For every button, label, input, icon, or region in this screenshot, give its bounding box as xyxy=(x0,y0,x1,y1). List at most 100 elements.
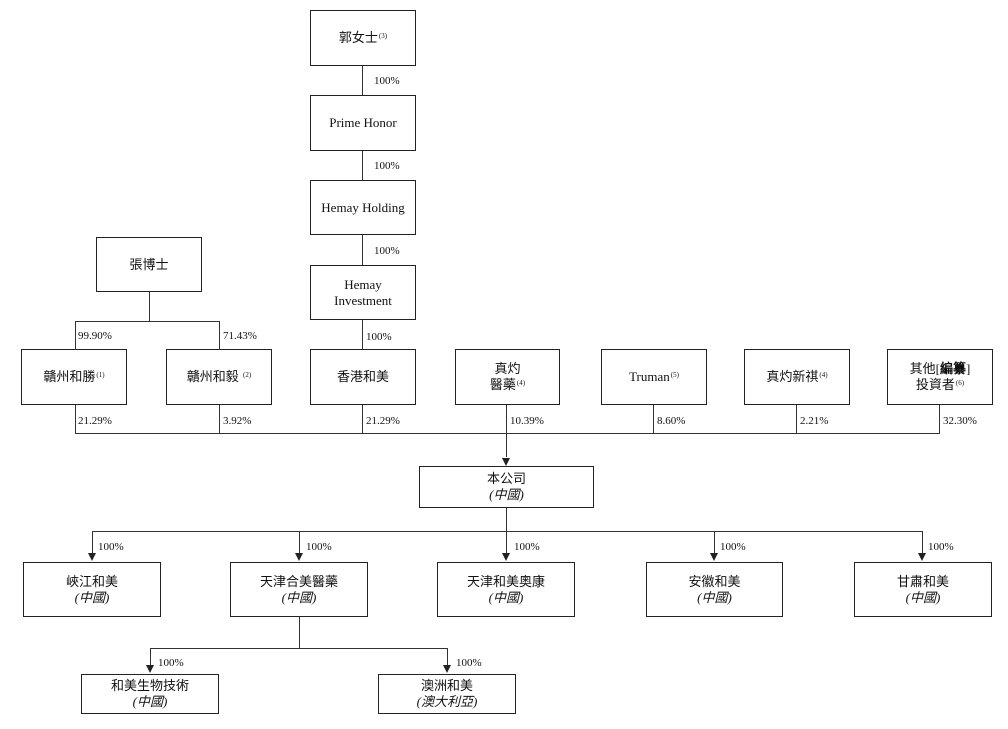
connector xyxy=(150,648,151,665)
connector xyxy=(299,617,300,648)
connector xyxy=(92,531,923,532)
node-zhenzhuo-xinqi: 真灼新祺(4) xyxy=(744,349,850,405)
node-label-line1: 真灼 xyxy=(494,361,521,376)
node-jurisdiction: (中國) xyxy=(697,589,732,605)
node-jurisdiction: (中國) xyxy=(74,589,110,605)
node-label: Hemay Holding xyxy=(321,199,405,215)
arrow-down-icon xyxy=(918,553,926,561)
arrow-down-icon xyxy=(502,458,510,466)
node-label-prefix: 其他[ xyxy=(909,361,940,376)
arrow-down-icon xyxy=(88,553,96,561)
node-australia-hemei: 澳洲和美 (澳大利亞) xyxy=(378,674,516,714)
footnote-mark: (6) xyxy=(955,379,965,387)
node-label: 張博士 xyxy=(129,256,169,272)
node-label: 贛州和勝 xyxy=(43,369,96,384)
node-label-line2: 醫藥 xyxy=(489,377,516,392)
node-label: 香港和美 xyxy=(336,369,389,384)
pct-guo-prime: 100% xyxy=(374,75,400,87)
connector xyxy=(362,235,363,265)
connector xyxy=(149,292,150,321)
pct-company-xiajiang: 100% xyxy=(98,541,124,553)
connector xyxy=(219,405,220,433)
node-hemay-holding: Hemay Holding xyxy=(310,180,416,235)
node-label: 天津和美奧康 xyxy=(466,573,545,589)
connector xyxy=(506,405,507,433)
pct-xinqi-company: 2.21% xyxy=(800,415,829,427)
node-label: 甘肅和美 xyxy=(896,573,949,589)
connector xyxy=(219,321,220,349)
node-hemay-investment: Hemay Investment xyxy=(310,265,416,320)
node-other-investors: 其他[編纂] 投資者(6) xyxy=(887,349,993,405)
node-label-line2: Investment xyxy=(334,292,392,308)
pct-pharma-australia: 100% xyxy=(456,657,482,669)
arrow-down-icon xyxy=(443,665,451,673)
connector xyxy=(75,321,220,322)
connector xyxy=(362,151,363,180)
connector xyxy=(150,648,448,649)
redacted-marker: 編纂 xyxy=(939,361,966,376)
pct-hk-company: 21.29% xyxy=(366,415,400,427)
node-ganzhou-hesheng: 贛州和勝(1) xyxy=(21,349,127,405)
node-jurisdiction: (中國) xyxy=(905,589,941,605)
node-label-line1: Hemay xyxy=(344,276,382,292)
node-label: Truman xyxy=(629,369,670,384)
connector xyxy=(75,321,76,349)
pct-holding-investment: 100% xyxy=(374,245,400,257)
pct-hesheng-company: 21.29% xyxy=(78,415,112,427)
node-label: Prime Honor xyxy=(329,115,397,130)
node-label: 贛州和毅 xyxy=(186,369,239,384)
node-jurisdiction: (中國) xyxy=(132,694,168,709)
pct-zhenzhuo-company: 10.39% xyxy=(510,415,544,427)
pct-prime-holding: 100% xyxy=(374,160,400,172)
connector xyxy=(939,405,940,433)
node-company: 本公司 (中國) xyxy=(419,466,594,508)
footnote-mark: (4) xyxy=(516,379,526,387)
connector xyxy=(75,405,76,433)
pct-company-anhui: 100% xyxy=(720,541,746,553)
node-xiajiang-hemei: 峽江和美 (中國) xyxy=(23,562,161,617)
node-label: 峽江和美 xyxy=(65,573,118,589)
node-label: 郭女士 xyxy=(338,30,378,45)
node-ganzhou-heyi: 贛州和毅 (2) xyxy=(166,349,272,405)
node-truman: Truman(5) xyxy=(601,349,707,405)
footnote-mark: (3) xyxy=(378,32,388,40)
node-label: 本公司 xyxy=(486,471,526,486)
pct-company-aokang: 100% xyxy=(514,541,540,553)
node-label: 澳洲和美 xyxy=(420,678,473,693)
connector xyxy=(299,531,300,553)
node-label-line2: 投資者 xyxy=(915,377,955,392)
node-jurisdiction: (中國) xyxy=(489,487,524,502)
pct-pharma-biotech: 100% xyxy=(158,657,184,669)
node-label: 真灼新祺 xyxy=(766,369,819,384)
node-ms-guo: 郭女士(3) xyxy=(310,10,416,66)
footnote-mark: (1) xyxy=(96,371,105,379)
connector xyxy=(922,531,923,553)
connector xyxy=(714,531,715,553)
node-label: 安徽和美 xyxy=(688,573,741,589)
arrow-down-icon xyxy=(295,553,303,561)
connector xyxy=(447,648,448,665)
pct-others-company: 32.30% xyxy=(943,415,977,427)
connector xyxy=(506,508,507,531)
connector xyxy=(653,405,654,433)
node-tianjin-hemei-pharma: 天津合美醫藥 (中國) xyxy=(230,562,368,617)
node-jurisdiction: (中國) xyxy=(488,589,524,605)
connector xyxy=(506,531,507,553)
connector xyxy=(362,66,363,95)
arrow-down-icon xyxy=(146,665,154,673)
node-hemei-biotech: 和美生物技術 (中國) xyxy=(81,674,219,714)
connector xyxy=(362,320,363,349)
pct-heyi-company: 3.92% xyxy=(223,415,252,427)
pct-zhang-heyi: 71.43% xyxy=(223,330,257,342)
connector xyxy=(92,531,93,553)
node-label: 和美生物技術 xyxy=(110,678,189,693)
node-prime-honor: Prime Honor xyxy=(310,95,416,151)
node-jurisdiction: (中國) xyxy=(281,589,317,605)
pct-truman-company: 8.60% xyxy=(657,415,686,427)
node-dr-zhang: 張博士 xyxy=(96,237,202,292)
pct-company-tianjin-pharma: 100% xyxy=(306,541,332,553)
arrow-down-icon xyxy=(502,553,510,561)
pct-zhang-hesheng: 99.90% xyxy=(78,330,112,342)
pct-investment-hk: 100% xyxy=(366,331,392,343)
